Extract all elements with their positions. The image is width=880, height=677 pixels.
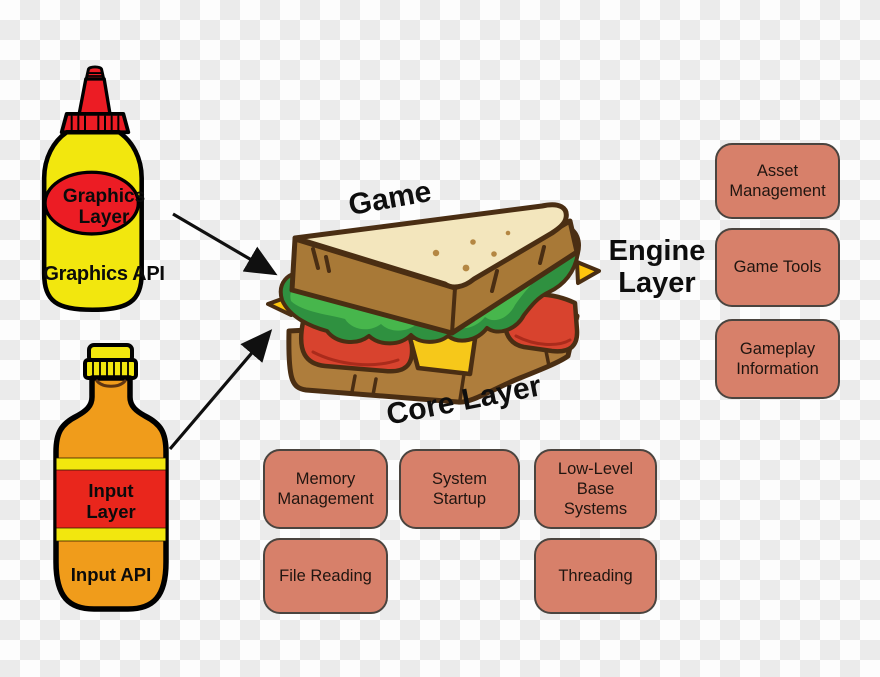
top-bread-face bbox=[292, 202, 569, 290]
cheese-right bbox=[575, 260, 601, 285]
node-threading: Threading bbox=[534, 538, 657, 614]
graphics-layer-badge: Graphics Layer bbox=[62, 186, 146, 228]
node-system-startup: System Startup bbox=[399, 449, 520, 529]
node-file-reading: File Reading bbox=[263, 538, 388, 614]
node-asset-management: Asset Management bbox=[715, 143, 840, 219]
sandwich-graphic bbox=[266, 202, 601, 405]
node-gameplay-information: Gameplay Information bbox=[715, 319, 840, 399]
arrow-input-to-sandwich bbox=[168, 329, 273, 451]
bottle-label-band bbox=[56, 457, 166, 542]
node-memory-management: Memory Management bbox=[263, 449, 388, 529]
node-low-level-base-systems: Low-Level Base Systems bbox=[534, 449, 657, 529]
node-game-tools: Game Tools bbox=[715, 228, 840, 307]
engine-layer-label: Engine Layer bbox=[608, 235, 706, 299]
graphics-api-caption: Graphics API bbox=[43, 263, 165, 285]
graphics-bottle-graphic bbox=[41, 65, 144, 313]
bread-speckles bbox=[432, 230, 511, 272]
input-api-caption: Input API bbox=[70, 564, 152, 585]
bottle-label-ellipse bbox=[43, 170, 140, 236]
input-layer-badge: Input Layer bbox=[86, 480, 136, 522]
input-bottle-graphic bbox=[53, 343, 169, 612]
arrow-graphics-to-sandwich bbox=[172, 212, 278, 276]
